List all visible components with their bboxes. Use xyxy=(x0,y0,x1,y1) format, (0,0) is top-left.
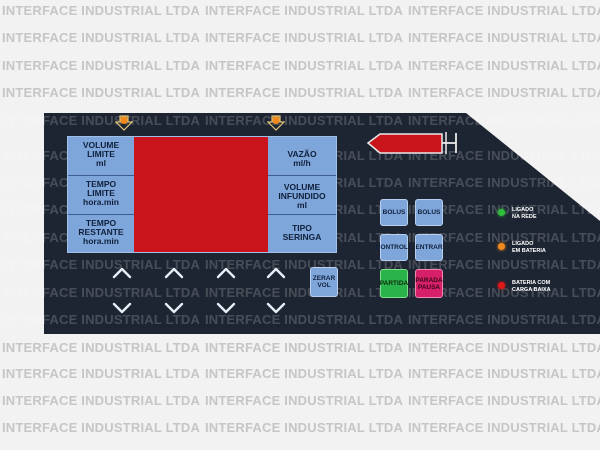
watermark-text: INTERFACE INDUSTRIAL LTDA xyxy=(205,340,404,355)
partida-button[interactable]: PARTIDA xyxy=(380,269,408,298)
watermark-text: INTERFACE INDUSTRIAL LTDA xyxy=(408,257,600,272)
watermark-text: INTERFACE INDUSTRIAL LTDA xyxy=(2,420,201,435)
watermark-text: INTERFACE INDUSTRIAL LTDA xyxy=(2,58,201,73)
led-bateria-baixa xyxy=(498,282,505,289)
watermark-text: INTERFACE INDUSTRIAL LTDA xyxy=(205,366,404,381)
watermark-text: INTERFACE INDUSTRIAL LTDA xyxy=(205,30,404,45)
watermark-text: INTERFACE INDUSTRIAL LTDA xyxy=(408,30,600,45)
entrar-button[interactable]: ENTRAR xyxy=(415,234,443,261)
watermark-text: INTERFACE INDUSTRIAL LTDA xyxy=(2,340,201,355)
watermark-text: INTERFACE INDUSTRIAL LTDA xyxy=(2,285,201,300)
led-ligado-bateria xyxy=(498,243,505,250)
watermark-text: INTERFACE INDUSTRIAL LTDA xyxy=(205,3,404,18)
chevron-down-icon[interactable] xyxy=(162,297,186,319)
watermark-text: INTERFACE INDUSTRIAL LTDA xyxy=(408,420,600,435)
watermark-text: INTERFACE INDUSTRIAL LTDA xyxy=(205,312,404,327)
lcd-divider xyxy=(268,175,336,176)
chevron-down-icon[interactable] xyxy=(214,297,238,319)
indicator-dot-right xyxy=(272,116,280,124)
display-window xyxy=(134,137,268,252)
watermark-text: INTERFACE INDUSTRIAL LTDA xyxy=(205,393,404,408)
chevron-up-icon[interactable] xyxy=(162,262,186,284)
watermark-text: INTERFACE INDUSTRIAL LTDA xyxy=(408,3,600,18)
watermark-text: INTERFACE INDUSTRIAL LTDA xyxy=(2,85,201,100)
watermark-text: INTERFACE INDUSTRIAL LTDA xyxy=(408,393,600,408)
down-arrow-icon xyxy=(115,115,133,131)
syringe-icon xyxy=(366,132,457,154)
watermark-text: INTERFACE INDUSTRIAL LTDA xyxy=(2,113,201,128)
chevron-up-icon[interactable] xyxy=(110,262,134,284)
watermark-text: INTERFACE INDUSTRIAL LTDA xyxy=(2,257,201,272)
watermark-text: INTERFACE INDUSTRIAL LTDA xyxy=(408,230,600,245)
watermark-text: INTERFACE INDUSTRIAL LTDA xyxy=(205,58,404,73)
watermark-text: INTERFACE INDUSTRIAL LTDA xyxy=(408,85,600,100)
lcd-divider xyxy=(268,214,336,215)
watermark-text: INTERFACE INDUSTRIAL LTDA xyxy=(2,3,201,18)
watermark-text: INTERFACE INDUSTRIAL LTDA xyxy=(205,113,404,128)
watermark-text: INTERFACE INDUSTRIAL LTDA xyxy=(408,312,600,327)
lcd-divider xyxy=(68,214,134,215)
watermark-text: INTERFACE INDUSTRIAL LTDA xyxy=(205,420,404,435)
watermark-text: INTERFACE INDUSTRIAL LTDA xyxy=(2,30,201,45)
led-ligado-rede xyxy=(498,209,505,216)
chevron-down-icon[interactable] xyxy=(110,297,134,319)
watermark-text: INTERFACE INDUSTRIAL LTDA xyxy=(205,285,404,300)
watermark-text: INTERFACE INDUSTRIAL LTDA xyxy=(408,285,600,300)
controle-button[interactable]: CONTROLE xyxy=(376,234,412,261)
watermark-text: INTERFACE INDUSTRIAL LTDA xyxy=(2,366,201,381)
indicator-dot-left xyxy=(120,116,128,124)
watermark-text: INTERFACE INDUSTRIAL LTDA xyxy=(2,393,201,408)
chevron-up-icon[interactable] xyxy=(264,262,288,284)
down-arrow-icon xyxy=(267,115,285,131)
lcd-divider xyxy=(68,175,134,176)
watermark-text: INTERFACE INDUSTRIAL LTDA xyxy=(408,58,600,73)
chevron-up-icon[interactable] xyxy=(214,262,238,284)
watermark-text: INTERFACE INDUSTRIAL LTDA xyxy=(408,366,600,381)
watermark-text: INTERFACE INDUSTRIAL LTDA xyxy=(205,257,404,272)
bolus-button-left[interactable]: BOLUS xyxy=(380,199,408,226)
watermark-text: INTERFACE INDUSTRIAL LTDA xyxy=(408,113,600,128)
watermark-text: INTERFACE INDUSTRIAL LTDA xyxy=(2,312,201,327)
watermark-text: INTERFACE INDUSTRIAL LTDA xyxy=(408,175,600,190)
chevron-down-icon[interactable] xyxy=(264,297,288,319)
bolus-button-right[interactable]: BOLUS xyxy=(415,199,443,226)
watermark-text: INTERFACE INDUSTRIAL LTDA xyxy=(205,85,404,100)
watermark-text: INTERFACE INDUSTRIAL LTDA xyxy=(408,340,600,355)
